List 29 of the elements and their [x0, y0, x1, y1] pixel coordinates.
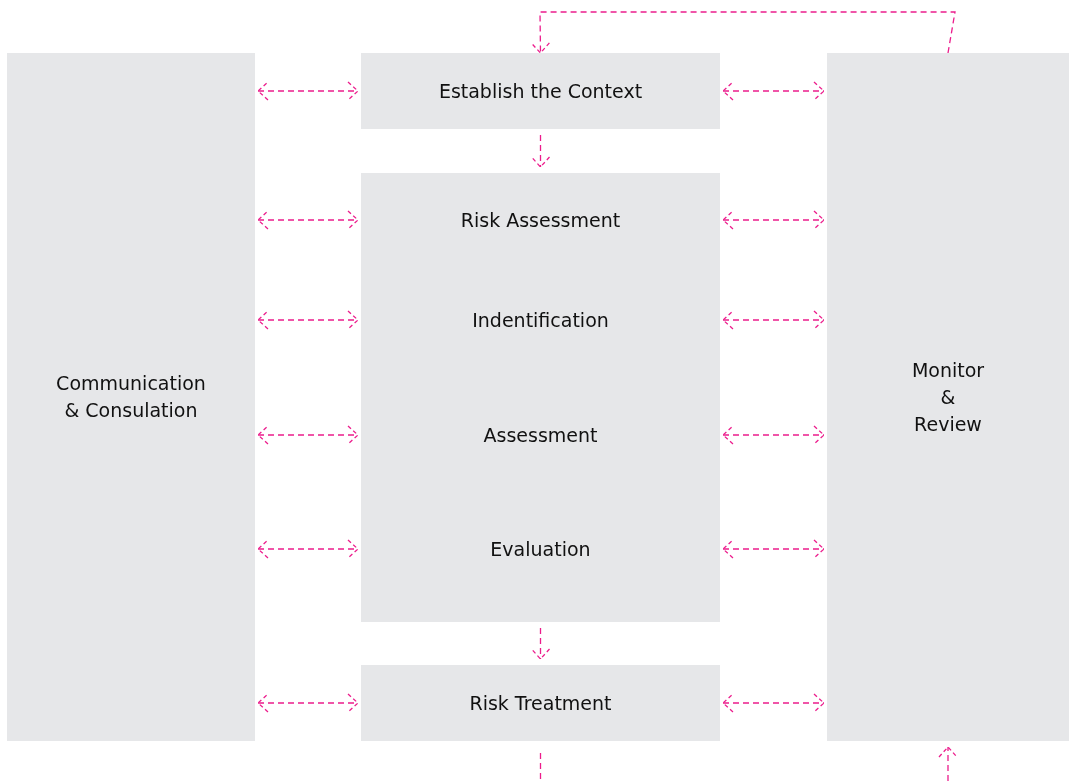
dashed-arrow: [257, 425, 359, 445]
box-label: Assessment: [483, 422, 598, 448]
dashed-arrow: [530, 627, 551, 660]
side-panel: [7, 53, 255, 741]
dashed-arrow: [722, 539, 825, 559]
process-box: [361, 173, 720, 622]
process-box: [361, 665, 720, 741]
dashed-arrow: [257, 539, 359, 559]
box-heading: Risk Assessment: [460, 207, 621, 233]
box-label: Communication & Consulation: [56, 371, 206, 423]
dashed-arrow: [938, 746, 958, 781]
dashed-arrow: [722, 210, 825, 230]
box-label: Establish the Context: [438, 78, 643, 104]
dashed-arrow: [257, 693, 359, 713]
dashed-arrow: [257, 81, 359, 101]
box-label: Indentification: [472, 307, 609, 333]
dashed-arrow: [722, 425, 825, 445]
box-label: Monitor & Review: [911, 357, 985, 437]
dashed-arrow: [722, 693, 825, 713]
box-label: Evaluation: [490, 536, 591, 562]
dashed-arrow: [722, 310, 825, 330]
process-box: [361, 53, 720, 129]
dashed-arrow: [257, 210, 359, 230]
box-label: Risk Treatment: [469, 690, 612, 716]
dashed-arrow: [257, 310, 359, 330]
dashed-arrow: [530, 11, 956, 54]
dashed-arrow: [722, 81, 825, 101]
side-panel: [827, 53, 1069, 741]
dashed-arrow: [530, 134, 551, 168]
